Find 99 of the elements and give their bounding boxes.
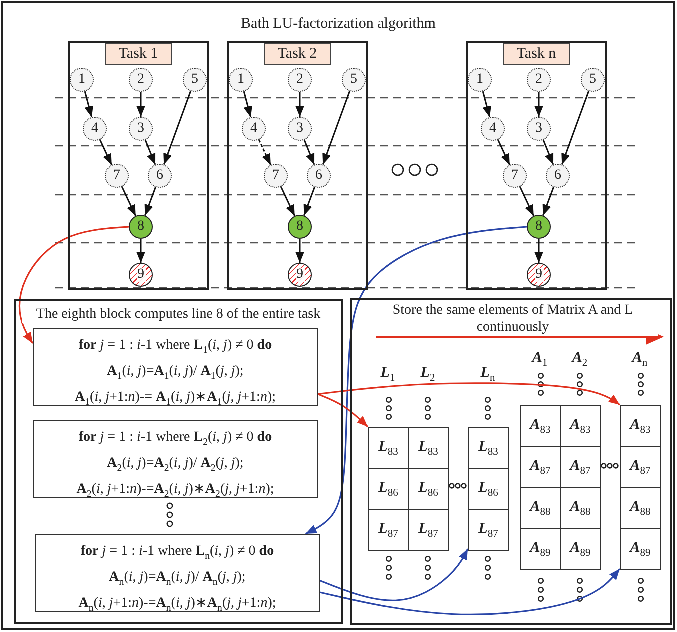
step-circle: 5 bbox=[581, 68, 605, 92]
arrow bbox=[121, 186, 137, 216]
arrow bbox=[542, 186, 555, 216]
arrow bbox=[144, 140, 156, 166]
panel bbox=[350, 298, 672, 625]
step-circle: 4 bbox=[242, 117, 266, 141]
matrix-cell: L$_{83}$ bbox=[468, 427, 509, 469]
code-line: A$_{2}$(i, j)=A$_{2}$(i, j)/ A$_{2}$(j, j); bbox=[106, 454, 245, 476]
step-circle: 2 bbox=[527, 68, 551, 92]
column-heading: A$_{2}$ bbox=[570, 349, 589, 371]
column-heading: A$_{n}$ bbox=[630, 349, 649, 371]
matrix-cell: A$_{83}$ bbox=[520, 405, 561, 447]
task-box bbox=[227, 41, 368, 290]
matrix-cell: L$_{87}$ bbox=[368, 509, 409, 551]
arrow bbox=[84, 91, 94, 118]
arrow bbox=[163, 91, 192, 165]
step-circle: 2 bbox=[288, 68, 312, 92]
matrix-cell: A$_{83}$ bbox=[620, 405, 661, 447]
arrow bbox=[320, 568, 621, 616]
arrow bbox=[18, 226, 130, 344]
code-line: for j = 1 : i-1 where L$_{n}$(i, j) ≠ 0 do bbox=[80, 543, 276, 564]
step-circle: 6 bbox=[148, 164, 172, 188]
matrix-cell: L$_{83}$ bbox=[368, 427, 409, 469]
arrow bbox=[305, 226, 528, 535]
matrix-cell: L$_{87}$ bbox=[468, 509, 509, 551]
arrow bbox=[542, 140, 554, 166]
matrix-cell: L$_{86}$ bbox=[468, 468, 509, 510]
step-circle: 5 bbox=[342, 68, 366, 92]
matrix-cell: A$_{89}$ bbox=[520, 528, 561, 570]
matrix-cell: A$_{83}$ bbox=[560, 405, 601, 447]
step-circle: 3 bbox=[129, 117, 153, 141]
arrow bbox=[280, 186, 296, 216]
arrow bbox=[296, 239, 304, 263]
diagram-title: Bath LU-factorization algorithm bbox=[240, 16, 437, 33]
task-box bbox=[68, 41, 209, 290]
step-circle: 6 bbox=[546, 164, 570, 188]
arrow bbox=[243, 91, 252, 118]
matrix-cell: L$_{87}$ bbox=[408, 509, 449, 551]
code-box bbox=[33, 420, 318, 498]
column-heading: L$_{2}$ bbox=[420, 364, 436, 386]
column-heading: L$_{1}$ bbox=[380, 364, 396, 386]
arrow bbox=[561, 91, 590, 165]
matrix-cell: A$_{89}$ bbox=[560, 528, 601, 570]
task-tab: Task 1 bbox=[105, 43, 172, 65]
arrow bbox=[296, 92, 304, 117]
arrow bbox=[136, 92, 146, 117]
task-tab: Task 2 bbox=[264, 43, 331, 65]
column-heading: L$_{n}$ bbox=[480, 364, 496, 386]
arrow bbox=[482, 91, 492, 118]
code-line: A$_{1}$(i, j)=A$_{1}$(i, j)/ A$_{1}$(j, j); bbox=[106, 362, 245, 384]
task-box bbox=[466, 41, 607, 290]
arrow bbox=[99, 140, 113, 166]
step-circle: 4 bbox=[481, 117, 505, 141]
step-circle: 3 bbox=[288, 117, 312, 141]
code-line: A$_{1}$(i, j+1:n)-= A$_{1}$(i, j)∗A$_{1}$(j, j+1:n); bbox=[74, 388, 277, 410]
step-circle: 8 bbox=[527, 215, 551, 239]
arrow bbox=[320, 548, 469, 602]
matrix-cell: A$_{88}$ bbox=[620, 487, 661, 529]
arrow bbox=[318, 394, 369, 428]
step-circle: 1 bbox=[468, 68, 492, 92]
step-circle: 8 bbox=[288, 215, 312, 239]
arrow bbox=[519, 186, 535, 216]
step-circle: 3 bbox=[527, 117, 551, 141]
code-line: for j = 1 : i-1 where L$_{1}$(i, j) ≠ 0 do bbox=[78, 337, 274, 358]
arrow bbox=[304, 140, 316, 166]
step-circle: 7 bbox=[503, 164, 527, 188]
step-circle: 1 bbox=[229, 68, 253, 92]
step-circle: 2 bbox=[129, 68, 153, 92]
code-box bbox=[35, 534, 320, 612]
step-circle: 9 bbox=[527, 263, 551, 287]
step-circle: 7 bbox=[264, 164, 288, 188]
arrow bbox=[144, 186, 157, 216]
step-circle: 4 bbox=[83, 117, 107, 141]
arrow bbox=[322, 91, 351, 165]
code-line: A$_{n}$(i, j)=A$_{n}$(i, j)/ A$_{n}$(j, j); bbox=[108, 568, 247, 590]
step-circle: 9 bbox=[288, 263, 312, 287]
arrow bbox=[258, 140, 272, 166]
step-circle: 5 bbox=[183, 68, 207, 92]
step-circle: 9 bbox=[129, 263, 153, 287]
arrow bbox=[318, 382, 620, 406]
column-heading: A$_{1}$ bbox=[530, 349, 549, 371]
arrow bbox=[534, 239, 544, 263]
code-line: A$_{2}$(i, j+1:n)-=A$_{2}$(i, j)∗A$_{2}$(j, j+1:n); bbox=[76, 480, 276, 502]
code-line: A$_{n}$(i, j+1:n)-=A$_{n}$(i, j)∗A$_{n}$(j, j+1:n); bbox=[78, 594, 278, 616]
task-tab: Task n bbox=[503, 43, 570, 65]
step-circle: 6 bbox=[307, 164, 331, 188]
matrix-cell: A$_{89}$ bbox=[620, 528, 661, 570]
arrow bbox=[534, 92, 544, 117]
arrow bbox=[136, 239, 146, 263]
step-circle: 8 bbox=[129, 215, 153, 239]
matrix-cell: A$_{87}$ bbox=[620, 446, 661, 488]
step-circle: 7 bbox=[105, 164, 129, 188]
arrow bbox=[497, 140, 511, 166]
code-line: for j = 1 : i-1 where L$_{2}$(i, j) ≠ 0 do bbox=[78, 429, 274, 450]
matrix-cell: L$_{83}$ bbox=[408, 427, 449, 469]
arrow bbox=[303, 186, 316, 216]
code-box bbox=[33, 328, 318, 406]
step-circle: 1 bbox=[70, 68, 94, 92]
panel bbox=[14, 299, 343, 624]
